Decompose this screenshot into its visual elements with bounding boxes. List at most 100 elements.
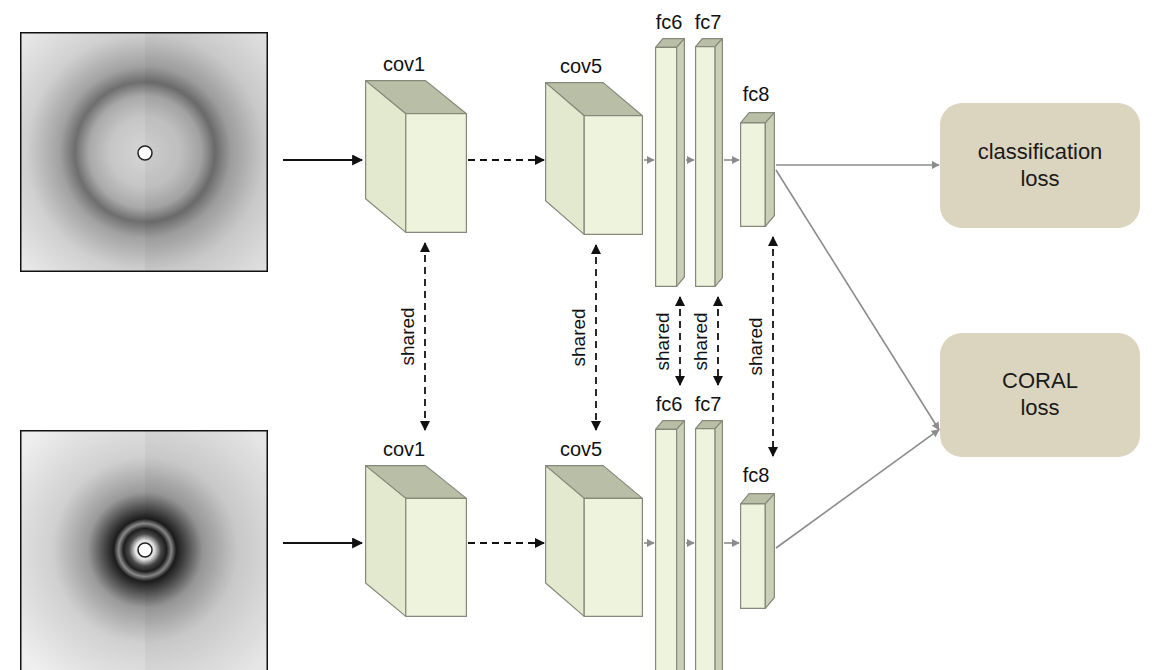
layer-face — [546, 466, 585, 617]
layer-shape — [695, 420, 723, 670]
flow-arrow — [724, 542, 739, 544]
layer-shape — [740, 493, 775, 609]
flow-arrow — [686, 159, 694, 161]
layer-shape — [365, 465, 467, 617]
fc-layer-slab — [695, 420, 723, 670]
shared-weights-arrow — [679, 297, 681, 385]
layer-face — [715, 421, 722, 670]
layer-face — [656, 47, 677, 286]
flow-arrow — [644, 159, 654, 161]
shared-label: shared — [398, 305, 419, 367]
beam-stop — [138, 543, 152, 557]
layer-name: fc6 — [656, 393, 683, 416]
conv-layer: cov1 — [365, 53, 467, 233]
layer-face — [715, 39, 722, 287]
detector-half — [145, 32, 268, 272]
layer-face — [584, 116, 642, 235]
layer-name: fc6 — [656, 11, 683, 34]
layer-face — [366, 81, 406, 233]
diffraction-image — [20, 32, 268, 272]
shared-weights-arrow — [424, 243, 426, 430]
fc-layer: fc7 — [695, 393, 723, 670]
layer-name: cov5 — [560, 438, 602, 461]
layer-face — [741, 123, 766, 226]
layer-face — [765, 113, 774, 227]
layer-face — [546, 83, 585, 235]
shared-label: shared — [691, 310, 712, 372]
flow-arrow — [776, 164, 939, 166]
flow-arrow — [468, 159, 544, 161]
layer-shape — [545, 82, 643, 235]
fc-layer: fc6 — [655, 11, 685, 287]
edge-label-holder: shared — [670, 331, 732, 352]
flow-arrow — [724, 159, 739, 161]
layer-shape — [695, 38, 723, 287]
layer-shape — [655, 38, 685, 287]
loss-box: classification loss — [940, 103, 1140, 228]
shared-label: shared — [653, 310, 674, 372]
layer-name: fc8 — [743, 83, 770, 106]
flow-arrow — [644, 542, 654, 544]
shared-weights-arrow — [717, 297, 719, 385]
layer-face — [696, 429, 716, 670]
layer-name: fc7 — [695, 11, 722, 34]
shared-label: shared — [569, 306, 590, 368]
flow-arrow — [776, 430, 939, 548]
layer-name: fc7 — [695, 393, 722, 416]
shared-weights-arrow — [772, 237, 774, 456]
layer-shape — [655, 420, 685, 670]
shared-label: shared — [746, 315, 767, 377]
diffraction-pattern — [20, 32, 268, 272]
layer-shape — [365, 80, 467, 233]
conv-layer: cov5 — [545, 55, 643, 235]
layer-face — [677, 421, 685, 670]
fc-layer: fc8 — [740, 464, 775, 609]
fc-layer: fc8 — [740, 83, 775, 227]
conv-layer-block — [545, 465, 643, 617]
image-frame — [21, 33, 268, 272]
layer-name: cov5 — [560, 55, 602, 78]
layer-shape — [545, 465, 643, 617]
fc-layer: fc7 — [695, 11, 723, 287]
conv-layer-block — [545, 82, 643, 235]
layer-face — [677, 39, 685, 287]
layer-face — [656, 429, 677, 670]
conv-layer-block — [365, 465, 467, 617]
conv-layer: cov5 — [545, 438, 643, 617]
diffraction-pattern — [20, 430, 268, 670]
layer-name: fc8 — [743, 464, 770, 487]
loss-box: CORAL loss — [940, 333, 1140, 457]
fc-layer: fc6 — [655, 393, 685, 670]
fc-layer-slab — [740, 493, 775, 609]
flow-arrow — [468, 542, 544, 544]
fc-layer-slab — [655, 420, 685, 670]
layer-face — [406, 114, 467, 233]
detector-half — [145, 430, 268, 670]
diffraction-image — [20, 430, 268, 670]
fc-layer-slab — [740, 112, 775, 227]
layer-face — [366, 466, 406, 617]
fc-layer-slab — [655, 38, 685, 287]
edge-label-holder: shared — [725, 336, 787, 357]
layer-face — [406, 498, 467, 616]
input-arrow — [283, 159, 362, 161]
flow-arrow — [776, 170, 939, 430]
fc-layer-slab — [695, 38, 723, 287]
layer-face — [696, 47, 716, 287]
edge-label-holder: shared — [632, 331, 694, 352]
layer-shape — [740, 112, 775, 227]
shared-weights-arrow — [595, 245, 597, 430]
input-arrow — [283, 542, 362, 544]
loss-label: CORAL loss — [985, 368, 1095, 422]
edge-label-holder: shared — [377, 326, 439, 347]
conv-layer: cov1 — [365, 438, 467, 617]
loss-label: classification loss — [970, 139, 1110, 193]
flow-arrow — [686, 542, 694, 544]
conv-layer-block — [365, 80, 467, 233]
layer-face — [765, 494, 774, 609]
layer-name: cov1 — [383, 438, 425, 461]
edge-label-holder: shared — [548, 327, 610, 348]
layer-name: cov1 — [383, 53, 425, 76]
layer-face — [584, 498, 642, 616]
layer-face — [741, 504, 766, 609]
